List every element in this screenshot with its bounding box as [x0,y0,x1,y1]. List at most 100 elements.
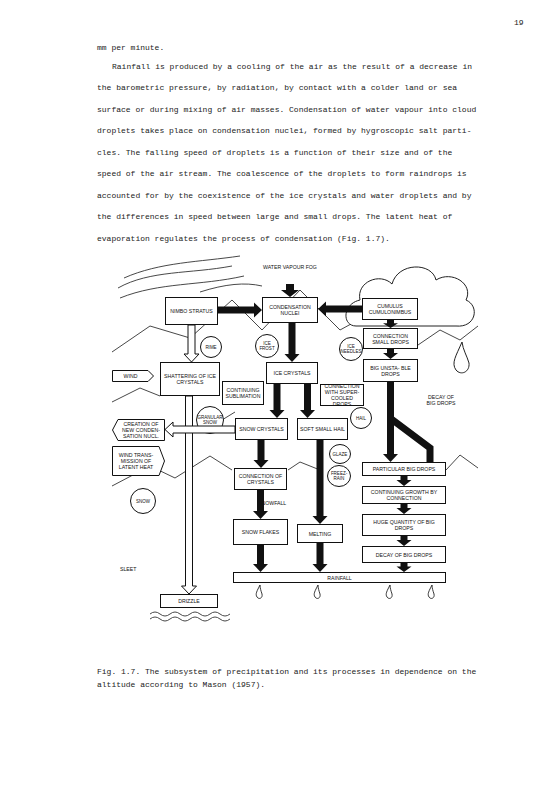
node-content: CONDENSATION NUCLEI [263,298,317,322]
figure-caption: Fig. 1.7. The subsystem of precipitation… [97,665,509,691]
node-text: ICE NEEDLES [340,344,362,354]
body-text: Rainfall is produced by a cooling of the… [112,62,472,72]
node-content: WIND TRANS- MISSION OF LATENT HEAT [112,446,165,476]
hollow-flow-arrow [165,422,235,437]
node-text: CONNECTION OF CRYSTALS [236,473,285,485]
node-content: SNOW FLAKES [234,520,287,544]
outline-shape [328,466,351,487]
node-text: MELTING [309,531,332,537]
node-text: SNOW FLAKES [242,529,279,535]
body-text: evaporation regulates the process of con… [97,234,390,244]
cloud-outline [346,267,474,326]
wind-swirl [124,256,240,278]
mountain-line [112,290,362,352]
outline-shape [351,408,372,429]
split-arrow-leg [390,418,430,462]
process-box: SHATTERING OF ICE CRYSTALS [160,362,220,396]
state-circle: GRANULAR SNOW [196,406,224,434]
body-text: the barometric pressure, by radiation, b… [97,83,457,93]
state-circle: FREEZ- RAIN [327,465,351,487]
node-content: GRANULAR SNOW [196,406,224,434]
node-text: CONTINUING SUBLIMATION [224,387,262,399]
ground-wave [150,617,230,621]
node-content: ICE CRYSTALS [267,363,317,383]
flow-arrow [218,303,262,318]
flow-arrow [318,302,362,317]
node-text: PARTICULAR BIG DROPS [373,466,436,472]
raindrop-symbol [256,585,262,598]
process-box: CONNECTION OF CRYSTALS [234,468,287,490]
outline-shape [340,338,363,361]
state-circle: ICE FROST [255,334,279,358]
diagram-label: SNOWFALL [258,500,286,506]
flow-arrow [397,504,412,514]
node-content: CONNECTION WITH SUPER- COOLED DROPS [321,385,363,405]
state-circle: SNOW [130,488,156,514]
flow-arrow [397,563,412,572]
process-box: CONNECTION WITH SUPER- COOLED DROPS [320,384,364,406]
node-text: NIMBO STRATUS [170,308,212,314]
flow-arrow [383,349,398,359]
mountain-line [288,462,320,470]
outline-shape [197,407,224,434]
raindrop-symbol [314,585,320,598]
page-number: 19 [514,18,524,28]
node-text: SOFT SMALL HAIL [300,426,345,432]
node-text: HUGE QUANTITY OF BIG DROPS [364,519,444,531]
node-text: SNOW [136,499,150,504]
node-content: CONTINUING GROWTH BY CONNECTION [363,487,445,503]
node-content: SNOW [130,488,156,514]
node-text: FREEZ- RAIN [328,471,350,481]
outline-shape [113,447,165,476]
node-content: PARTICULAR BIG DROPS [363,463,445,475]
node-text: CUMULUS CUMULONIMBUS [364,303,416,315]
process-box: HUGE QUANTITY OF BIG DROPS [362,514,446,536]
body-text: the differences in speed between large a… [97,212,452,222]
node-text: GRANULAR SNOW [197,415,223,425]
node-text: HAIL [356,416,366,421]
node-text: CONTINUING GROWTH BY CONNECTION [364,489,444,501]
node-text: ICE FROST [256,341,278,351]
hollow-flow-arrow [184,325,199,362]
process-box: BIG UNSTA- BLE DROPS [363,359,418,382]
state-circle: HAIL [350,407,372,429]
process-box: DRIZZLE [160,594,218,608]
process-box: PARTICULAR BIG DROPS [362,462,446,476]
node-text: CREATION OF NEW CONDEN- SATION NUCL. [118,421,164,439]
node-text: WIND TRANS- MISSION OF LATENT HEAT [113,452,159,470]
body-text: droplets takes place on condensation nuc… [97,126,471,136]
flow-arrow [253,545,268,572]
flow-arrow [285,323,300,362]
diagram-label: WATER VAPOUR FOG [262,264,318,270]
node-content: CONNECTION SMALL DROPS [364,329,417,348]
raindrop-symbol [386,585,392,598]
arrow-box: CREATION OF NEW CONDEN- SATION NUCL. [112,419,165,441]
hollow-flow-arrow [182,396,197,594]
mountain-line [446,455,478,470]
body-text: cles. The falling speed of droplets is a… [97,148,452,158]
node-content: SOFT SMALL HAIL [298,419,347,439]
mountain-line [112,388,160,402]
arrow-box: WIND TRANS- MISSION OF LATENT HEAT [112,446,165,476]
node-text: CONNECTION SMALL DROPS [365,333,416,345]
node-content: DRIZZLE [161,595,217,607]
process-box: MELTING [297,524,343,543]
node-content: BIG UNSTA- BLE DROPS [364,360,417,381]
flow-arrow [397,536,412,546]
body-text: accounted for by the coexistence of the … [97,191,471,201]
node-content: RIME [200,336,222,358]
outline-shape [131,489,156,514]
flow-arrow [313,440,328,524]
node-content: CREATION OF NEW CONDEN- SATION NUCL. [112,419,165,441]
node-content: NIMBO STRATUS [166,298,217,324]
node-content: SNOW CRYSTALS [236,419,287,439]
node-text: CONDENSATION NUCLEI [264,304,316,316]
node-content: SHATTERING OF ICE CRYSTALS [161,363,219,395]
node-content: CUMULUS CUMULONIMBUS [363,299,417,319]
flow-arrow [254,440,269,468]
